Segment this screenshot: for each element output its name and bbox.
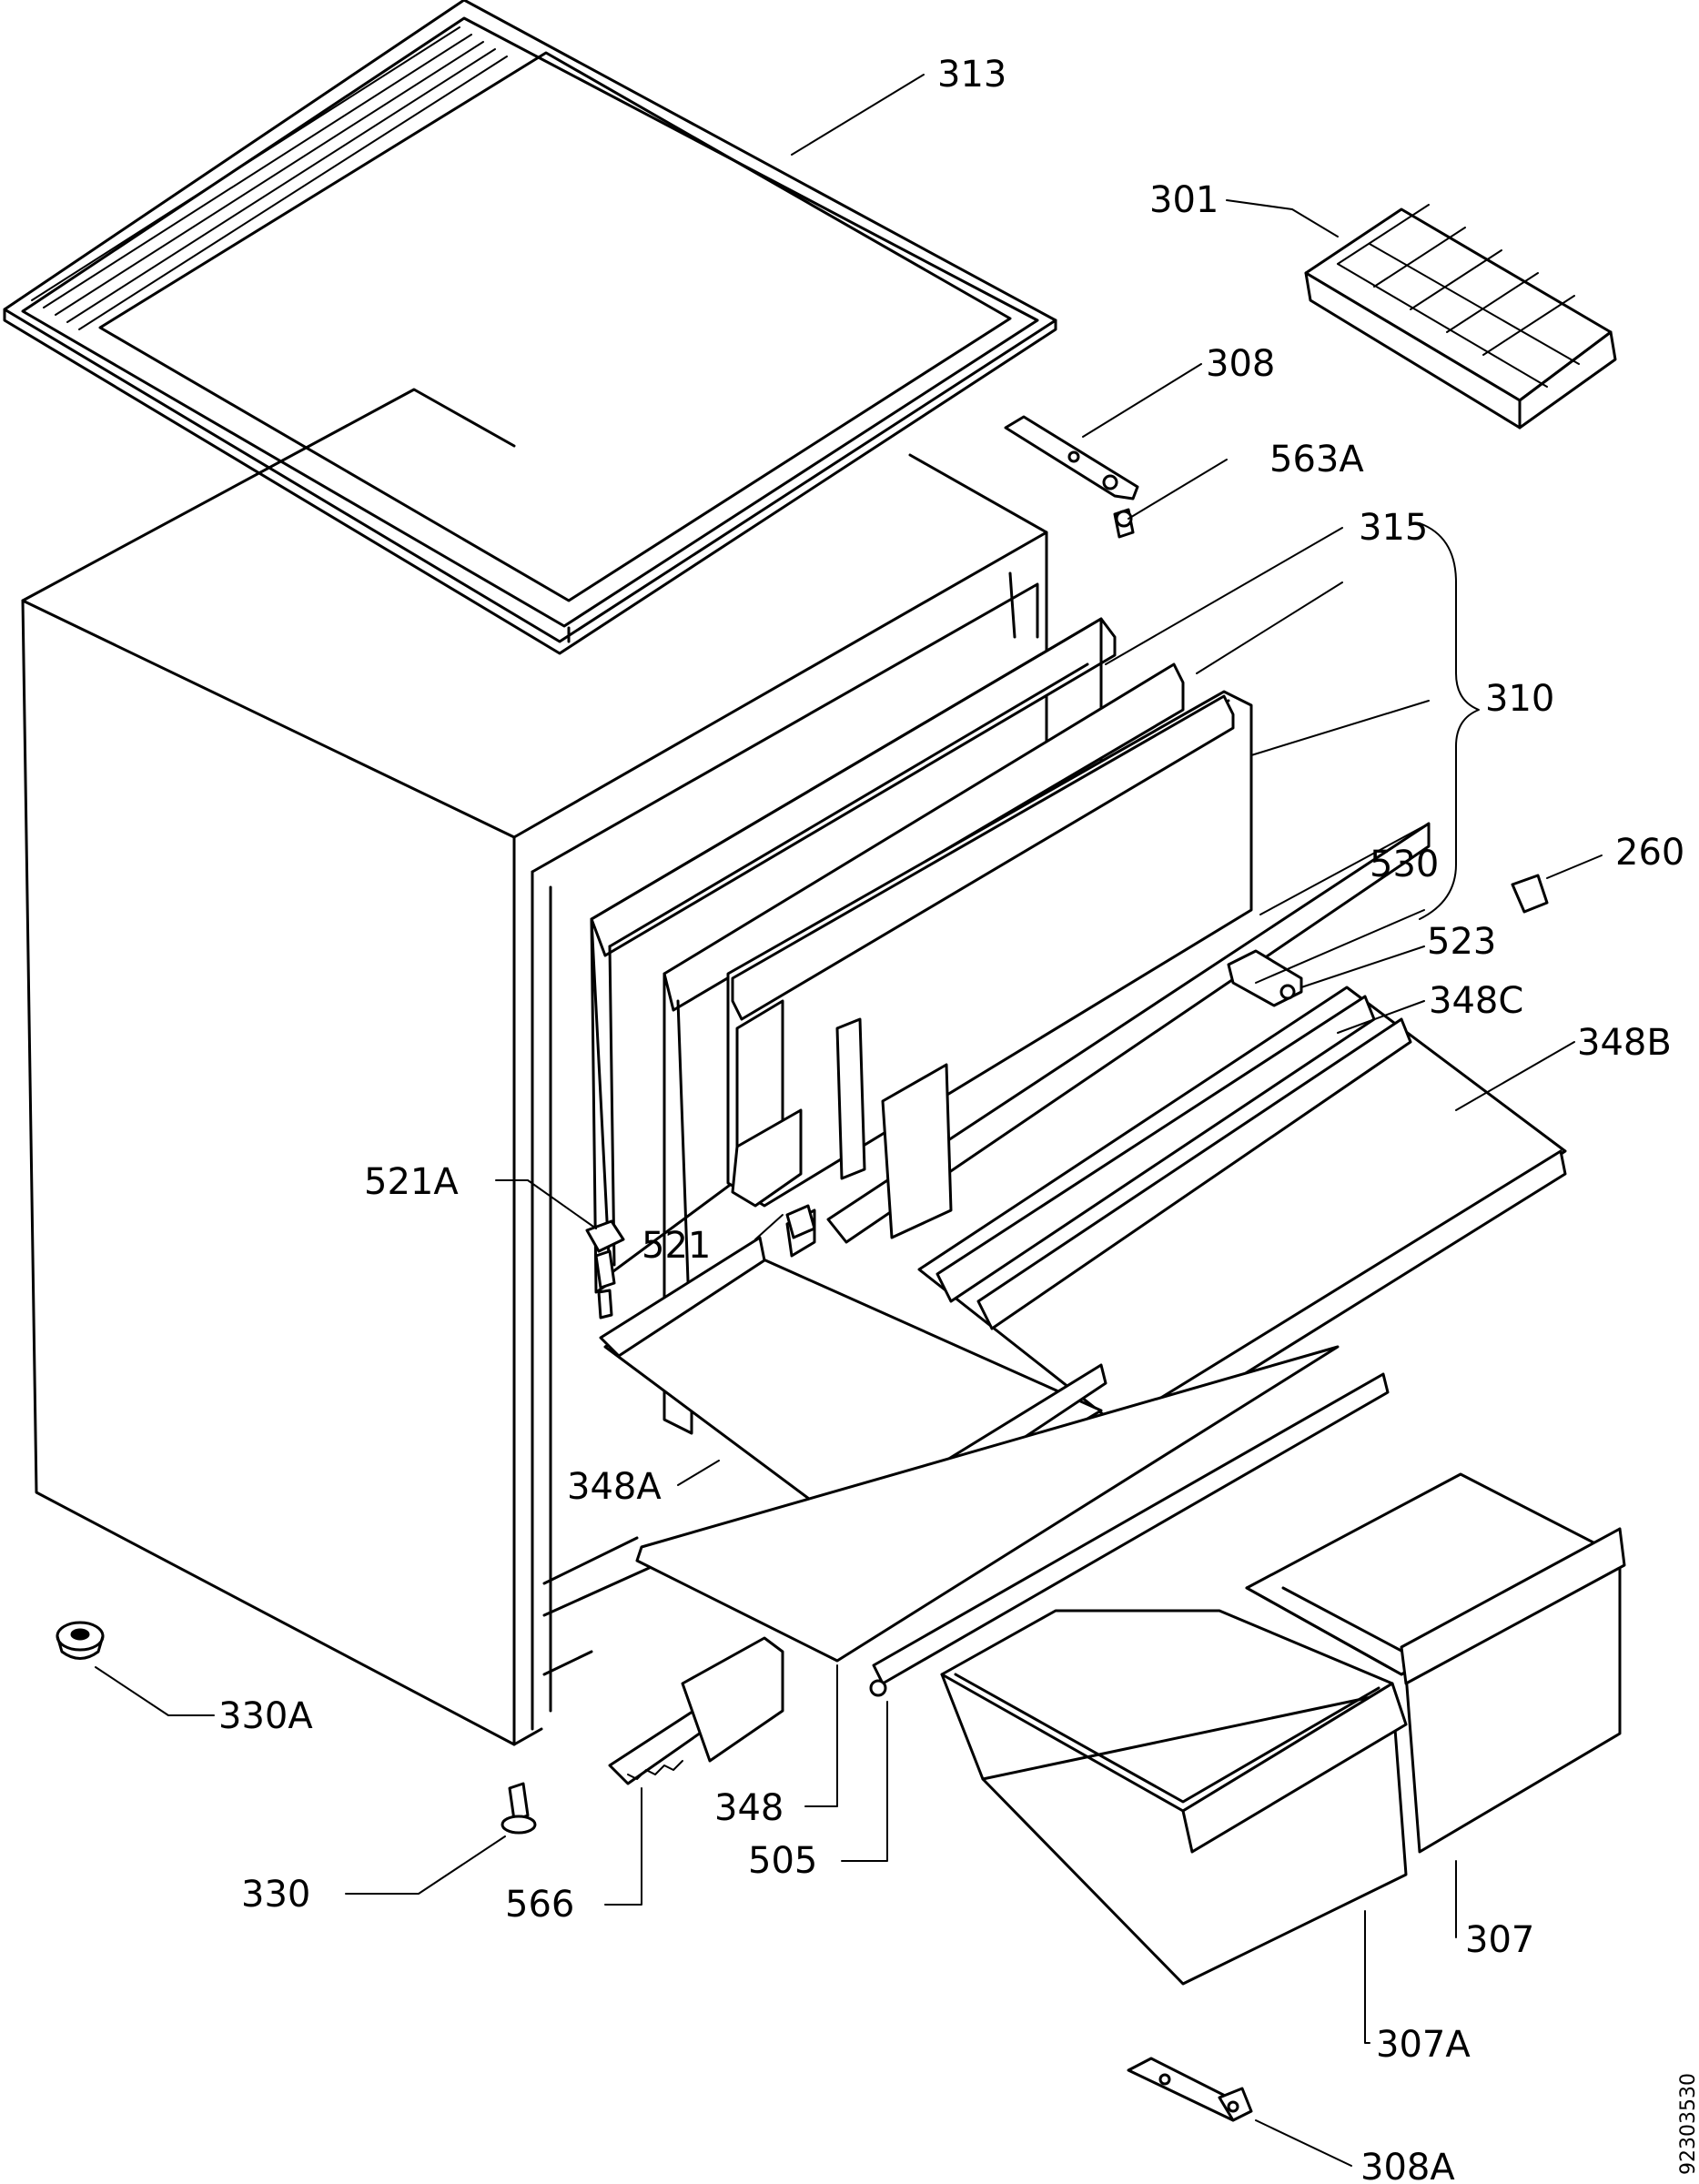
screw-part-563A — [1113, 508, 1135, 539]
label-505: 505 — [748, 1840, 817, 1882]
label-348: 348 — [714, 1787, 784, 1829]
label-566: 566 — [505, 1884, 574, 1926]
label-308A: 308A — [1360, 2147, 1455, 2184]
label-307: 307 — [1465, 1919, 1534, 1961]
foot-part-330A — [56, 1621, 105, 1660]
label-315: 315 — [1359, 507, 1428, 549]
label-523: 523 — [1427, 921, 1496, 963]
part-labels: 313 301 308 563A 315 310 260 530 523 348… — [218, 54, 1684, 2184]
label-348A: 348A — [567, 1466, 662, 1508]
glass-shelf-part-348 — [635, 1345, 1390, 1697]
ice-tray-part-301 — [1304, 204, 1617, 430]
label-521A: 521A — [364, 1161, 459, 1203]
hinge-part-308 — [1004, 415, 1139, 500]
label-530: 530 — [1370, 844, 1439, 885]
label-348B: 348B — [1577, 1022, 1672, 1064]
drawing-number: 92303530 — [1677, 2073, 1699, 2175]
crisper-drawer-part-307 — [1245, 1472, 1626, 1854]
foot-screw-part-330 — [501, 1782, 537, 1835]
clip-part-260 — [1511, 874, 1549, 914]
label-308: 308 — [1206, 343, 1275, 385]
label-260: 260 — [1615, 832, 1684, 874]
label-307A: 307A — [1376, 2024, 1471, 2066]
label-310: 310 — [1485, 678, 1554, 720]
label-521: 521 — [642, 1225, 711, 1267]
label-330: 330 — [241, 1874, 310, 1916]
upper-shelves — [785, 822, 1567, 1440]
label-563A: 563A — [1269, 439, 1364, 480]
label-348C: 348C — [1429, 980, 1523, 1022]
label-301: 301 — [1149, 179, 1219, 221]
thermostat-part-521A — [585, 1219, 625, 1320]
label-330A: 330A — [218, 1695, 313, 1737]
door-gasket-frame — [590, 617, 1253, 1435]
top-cover-part-313 — [3, 0, 1057, 655]
handle-part-566 — [608, 1636, 784, 1785]
crisper-drawer-part-307A — [940, 1609, 1408, 1986]
cabinet-body — [21, 388, 1048, 1746]
label-313: 313 — [937, 54, 1006, 96]
leader-lines — [95, 74, 1603, 2167]
hinge-part-308A — [1127, 2057, 1253, 2122]
knob-part-521 — [785, 1204, 816, 1239]
